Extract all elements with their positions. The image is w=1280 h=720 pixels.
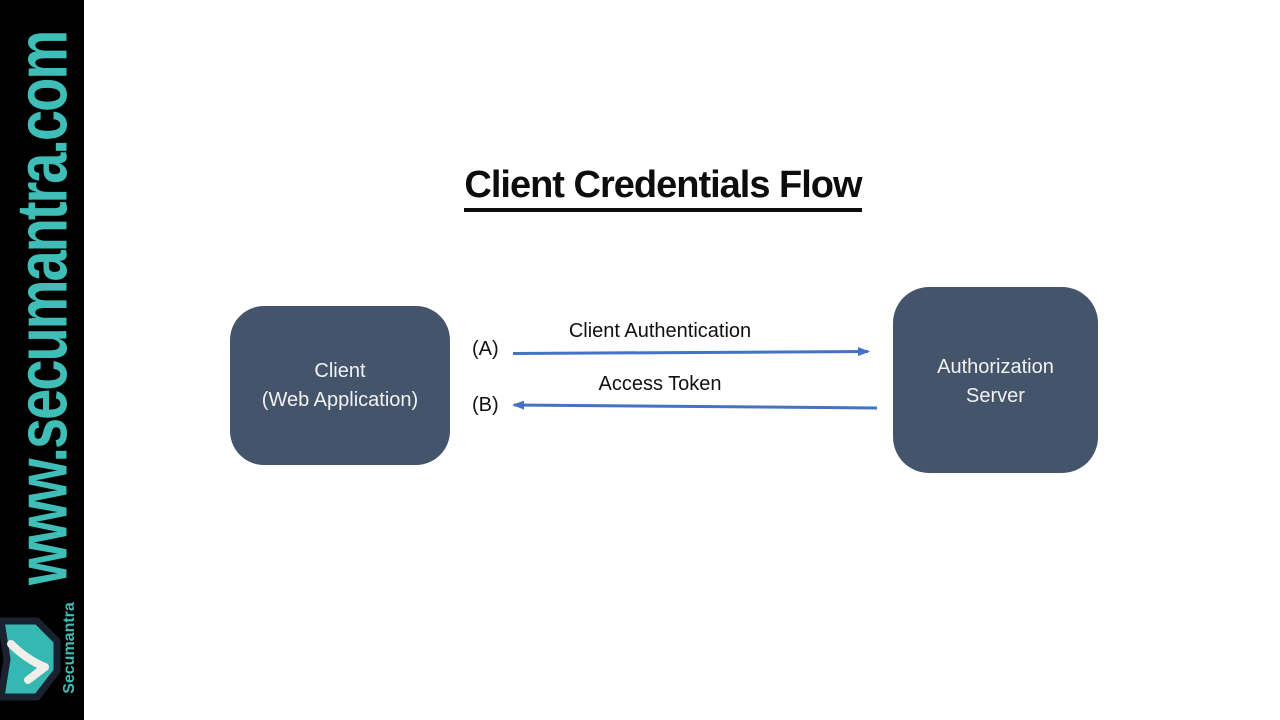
watermark: www.secumantra.com <box>0 8 84 608</box>
flow-a-label: Client Authentication <box>568 320 752 342</box>
watermark-text: www.secumantra.com <box>1 31 83 585</box>
logo-wordmark: Secumantra <box>58 592 82 704</box>
flow-b-label: Access Token <box>598 373 722 395</box>
client-box-line2: (Web Application) <box>261 388 419 411</box>
secumantra-logo-icon <box>0 617 61 701</box>
client-box: Client (Web Application) <box>230 306 450 465</box>
flow-arrows <box>512 347 878 410</box>
authorization-server-box: Authorization Server <box>893 287 1098 473</box>
branding-sidebar: www.secumantra.com Secumantra <box>0 0 84 720</box>
logo-wordmark-text: Secumantra <box>61 602 78 694</box>
slide-title-text: Client Credentials Flow <box>464 164 863 212</box>
flow-b-step: (B) <box>472 394 499 416</box>
arrow-a-client-authentication <box>512 347 870 357</box>
auth-box-line1: Authorization <box>937 356 1054 378</box>
client-box-line1: Client <box>314 359 366 382</box>
arrow-b-access-token <box>512 400 878 410</box>
auth-box-line2: Server <box>966 385 1025 407</box>
slide-title: Client Credentials Flow <box>418 164 908 212</box>
flow-a-step: (A) <box>472 338 499 360</box>
logo-arrow-tail <box>24 663 49 684</box>
